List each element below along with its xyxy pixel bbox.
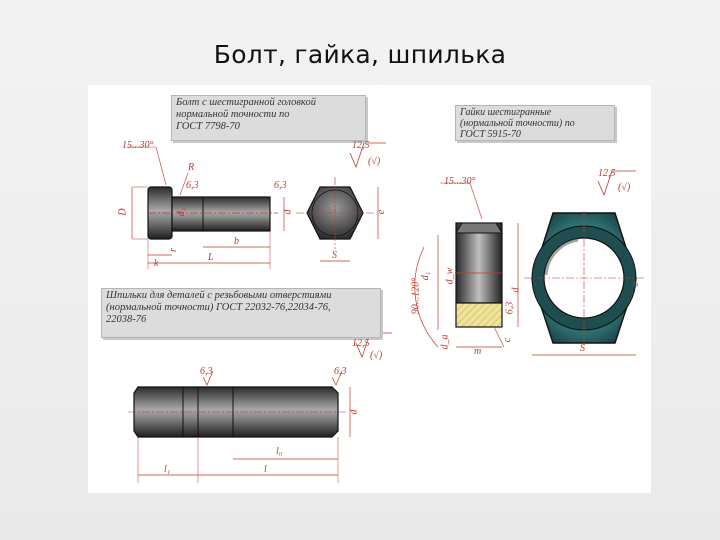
nut-dim-d1: d₁ bbox=[420, 271, 432, 281]
bolt-dim-k: k bbox=[154, 258, 159, 269]
bolt-roughness-a: 6,3 bbox=[186, 180, 199, 191]
stud-dim-d: d bbox=[348, 409, 360, 415]
bolt-radius-label: R bbox=[188, 162, 195, 173]
drawing-board: Болт с шестигранной головкой нормальной … bbox=[88, 85, 651, 493]
stud-roughness-check: (√) bbox=[370, 350, 383, 361]
stud-roughness-main: 12,5 bbox=[352, 338, 370, 349]
slide-title: Болт, гайка, шпилька bbox=[213, 40, 507, 69]
bolt-dim-d: d bbox=[282, 209, 294, 215]
technical-drawing bbox=[128, 142, 644, 483]
bolt-head-end-view bbox=[296, 142, 386, 262]
nut-standard-caption: Гайки шестигранные (нормальной точности)… bbox=[455, 105, 615, 141]
bolt-dim-D: D bbox=[117, 208, 129, 216]
nut-dim-d: d bbox=[510, 287, 522, 293]
bolt-dim-b: b bbox=[234, 236, 239, 247]
bolt-roughness-main: 12,5 bbox=[352, 140, 370, 151]
nut-dim-m: m bbox=[474, 346, 482, 357]
nut-dim-e: e bbox=[630, 281, 642, 287]
bolt-dim-S: S bbox=[332, 250, 337, 261]
stud-side-view bbox=[128, 332, 392, 483]
nut-side-view bbox=[414, 182, 519, 348]
stud-dim-l0: l₀ bbox=[276, 446, 283, 457]
bolt-side-view bbox=[128, 146, 285, 269]
bolt-roughness-b: 6,3 bbox=[274, 180, 287, 191]
nut-roughness-check: (√) bbox=[618, 182, 631, 193]
nut-cone-angle: 90...120° bbox=[410, 277, 422, 315]
bolt-dim-r: r bbox=[167, 248, 179, 252]
nut-dim-c: c bbox=[502, 337, 514, 343]
bolt-roughness-check: (√) bbox=[368, 156, 381, 167]
stud-dim-l: l bbox=[264, 464, 267, 475]
bolt-dim-L: L bbox=[208, 252, 214, 263]
nut-chamfer-angle: 15...30° bbox=[444, 176, 476, 187]
stud-dim-l1: l₁ bbox=[164, 464, 171, 475]
bolt-hole-label: d₂ bbox=[176, 207, 188, 217]
nut-face-view bbox=[524, 170, 644, 356]
bolt-chamfer-angle: 15...30° bbox=[122, 140, 154, 151]
stud-roughness-a: 6,3 bbox=[200, 366, 213, 377]
nut-dim-da: d_a bbox=[439, 334, 451, 350]
nut-dim-S: S bbox=[580, 343, 585, 354]
stud-standard-caption: Шпильки для деталей с резьбовыми отверст… bbox=[101, 288, 381, 338]
nut-roughness-main: 12,5 bbox=[598, 168, 616, 179]
bolt-dim-e: e bbox=[376, 209, 388, 215]
stud-roughness-b: 6,3 bbox=[334, 366, 347, 377]
nut-dim-dw: d_w bbox=[444, 267, 456, 285]
bolt-standard-caption: Болт с шестигранной головкой нормальной … bbox=[171, 95, 366, 141]
nut-roughness-side: 6,3 bbox=[504, 301, 516, 315]
